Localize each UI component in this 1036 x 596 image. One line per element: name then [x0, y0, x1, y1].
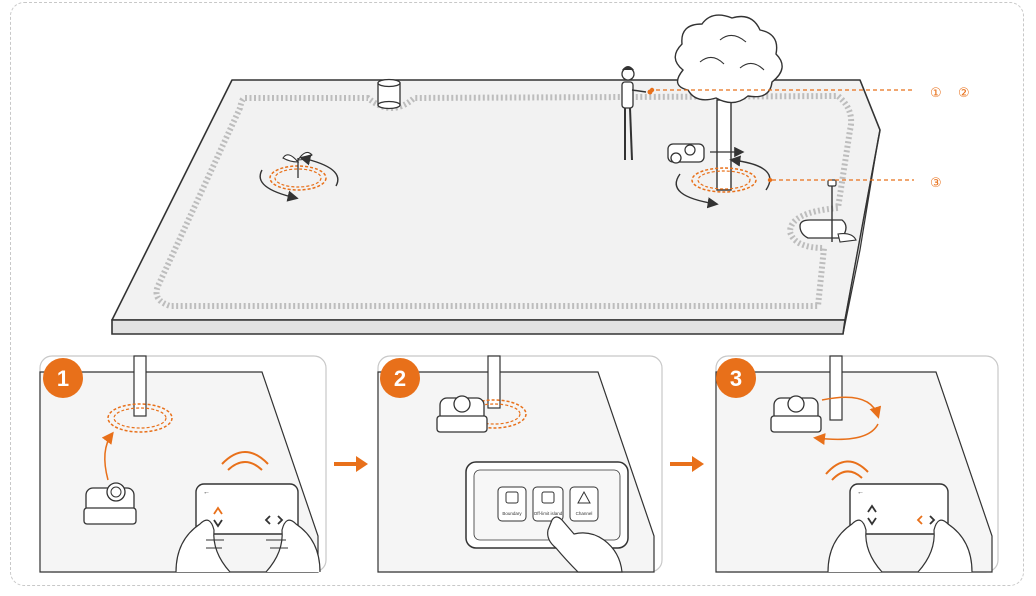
robot-mower-icon [83, 482, 137, 525]
step-arrow-1 [334, 456, 368, 472]
step-panel-1: ← 1 [39, 355, 327, 573]
person-icon [621, 66, 653, 161]
step-panel-3: ← 3 [715, 355, 999, 573]
remote-controller-icon: ← [827, 483, 973, 573]
tablet-icon: Boundary Off-limit island Channel [465, 461, 629, 573]
charging-station-icon [799, 179, 857, 243]
signal-waves-icon [221, 451, 269, 471]
tablet-option-label: Boundary [502, 511, 522, 516]
lawn-side [842, 129, 881, 335]
callout-marker-1: ① [930, 86, 942, 101]
tablet-option-label: Channel [576, 511, 593, 516]
tablet-option-boundary[interactable]: Boundary [497, 486, 527, 522]
step-badge-2 [380, 358, 420, 398]
step-number-1: 1 [57, 366, 69, 391]
boundary-icon [505, 491, 519, 504]
remote-controller-icon: ← [175, 483, 321, 573]
step-panel-2: Boundary Off-limit island Channel 2 [377, 355, 663, 573]
robot-mower-icon [667, 143, 745, 164]
step-number-3: 3 [730, 366, 742, 391]
tablet-option-off-limit-island[interactable]: Off-limit island [532, 486, 564, 522]
step-badge-3 [716, 358, 756, 398]
lawn-overview: ① ② ③ [111, 14, 970, 335]
svg-text:←: ← [203, 489, 210, 496]
channel-icon [577, 490, 591, 504]
robot-mower-icon [436, 395, 488, 433]
illustration-frame [10, 2, 1024, 586]
hand-icon [547, 516, 623, 573]
callout-marker-3: ③ [930, 176, 942, 191]
tablet-option-channel[interactable]: Channel [569, 486, 599, 522]
step-badge-1 [43, 358, 83, 398]
robot-mower-icon [770, 395, 822, 433]
callout-marker-2: ② [958, 86, 970, 101]
tablet-option-label: Off-limit island [534, 511, 563, 516]
signal-waves-icon [825, 460, 869, 481]
lawn-edge [111, 319, 846, 335]
step-arrow-2 [670, 456, 704, 472]
lawn-surface [111, 79, 881, 321]
tree-icon [674, 14, 783, 209]
sapling-no-go-zone [259, 151, 339, 202]
step-number-2: 2 [394, 366, 406, 391]
svg-text:←: ← [857, 489, 864, 496]
off-limit-island-icon [541, 491, 555, 504]
barrel-icon [377, 78, 401, 110]
